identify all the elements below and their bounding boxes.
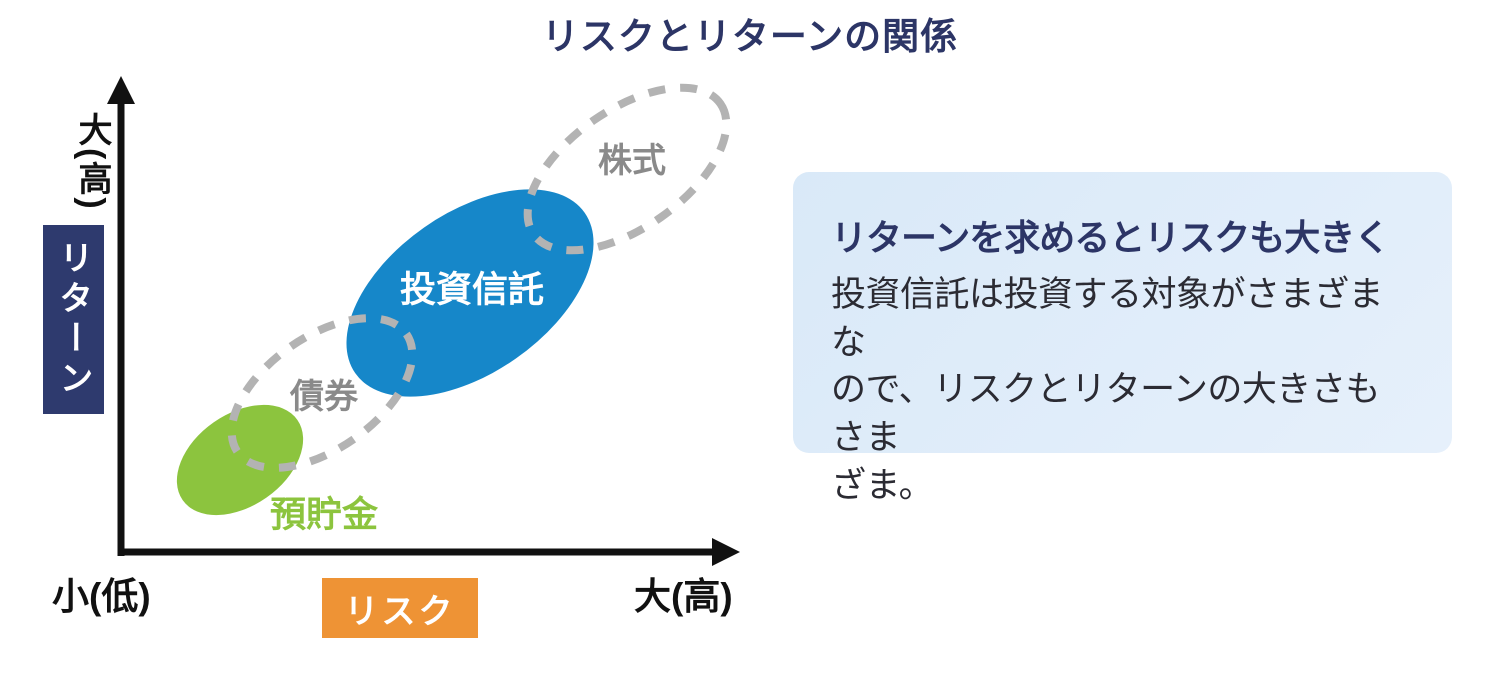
callout-body-line-2: ので、リスクとリターンの大きさもさま xyxy=(831,370,1380,457)
ellipse-savings xyxy=(176,404,304,516)
x-axis-arrowhead-icon xyxy=(712,538,740,566)
callout-panel: リターンを求めるとリスクも大きく 投資信託は投資する対象がさまざまな ので、リス… xyxy=(793,172,1452,505)
callout-heading: リターンを求めるとリスクも大きく xyxy=(831,217,1390,258)
callout-body-line-3: ざま。 xyxy=(831,465,934,505)
y-axis-title-box: リターン xyxy=(43,225,104,414)
callout-body: 投資信託は投資する対象がさまざまな ので、リスクとリターンの大きさもさま ざま。 xyxy=(831,271,1414,509)
label-bonds: 債券 xyxy=(289,378,359,416)
y-axis-arrowhead-icon xyxy=(107,76,135,104)
y-axis-high-label: 大(高) xyxy=(73,112,111,211)
ellipse-stocks xyxy=(523,83,731,255)
label-stocks: 株式 xyxy=(598,142,666,180)
label-mutual-funds: 投資信託 xyxy=(400,269,544,310)
x-axis-high-label: 大(高) xyxy=(634,576,733,617)
callout-body-line-1: 投資信託は投資する対象がさまざまな xyxy=(831,275,1384,362)
ellipse-bonds xyxy=(227,314,417,472)
x-axis-low-label: 小(低) xyxy=(52,576,151,617)
x-axis-title-box: リスク xyxy=(322,578,478,638)
chart-title: リスクとリターンの関係 xyxy=(541,16,959,57)
label-savings: 預貯金 xyxy=(270,494,379,535)
risk-return-chart: 株式 投資信託 債券 預貯金 xyxy=(107,76,740,566)
